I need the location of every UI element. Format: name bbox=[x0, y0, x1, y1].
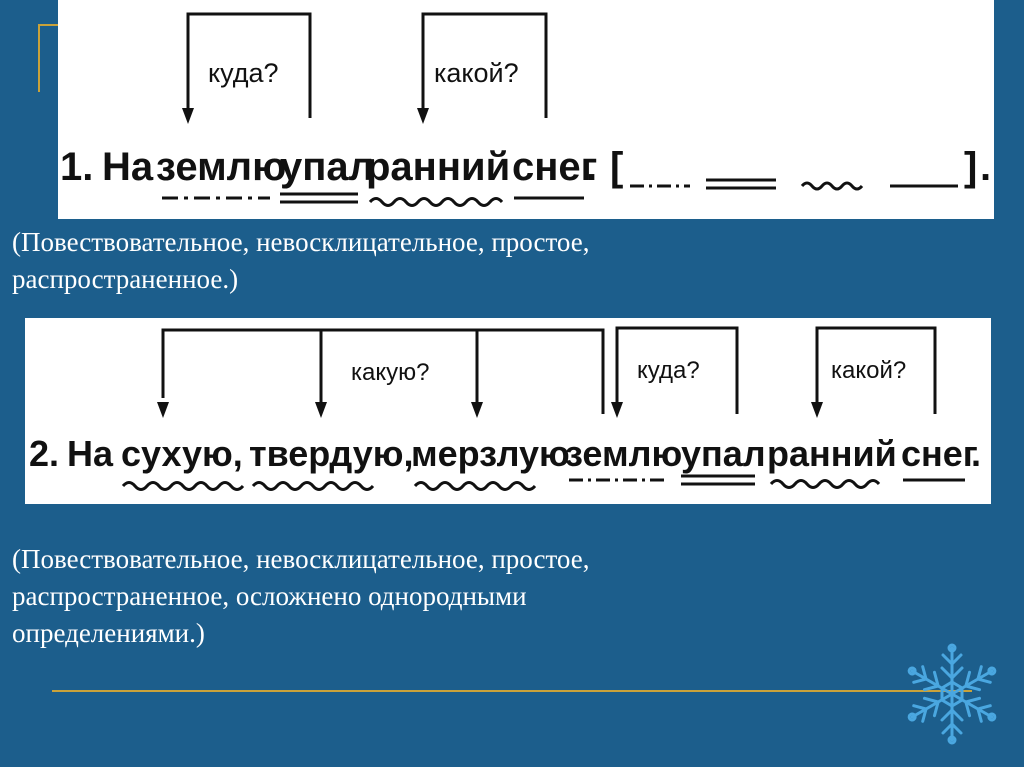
gold-corner-decoration bbox=[38, 24, 58, 92]
sentence1-panel: куда? какой? 1. На землю упал ранний сне… bbox=[58, 0, 994, 219]
svg-text:2. На сухую,: 2. На сухую, твердую, мерзлую землю упал… bbox=[29, 433, 988, 474]
word-sneg: снег bbox=[512, 145, 597, 189]
arrowhead-where bbox=[611, 402, 623, 418]
question-arrow-whatkind-frame bbox=[161, 328, 605, 414]
sentence1-description: (Повествовательное, невосклицательное, п… bbox=[12, 224, 1012, 298]
svg-text:1. На землю: 1. На землю упал ранний снег . [ ] . bbox=[60, 145, 991, 189]
word-na: На bbox=[67, 433, 114, 474]
word-merzluyu: мерзлую bbox=[411, 433, 570, 474]
word-ranniy: ранний bbox=[366, 145, 510, 189]
word-ranniy: ранний bbox=[767, 433, 897, 474]
question-arrow-which bbox=[815, 326, 937, 414]
word-sneg: снег bbox=[901, 433, 978, 474]
word-zemlyu: землю bbox=[565, 433, 682, 474]
word-sukhuyu: сухую, bbox=[121, 433, 243, 474]
description2-line-3: определениями.) bbox=[12, 618, 205, 648]
scheme-open-bracket: [ bbox=[610, 145, 623, 189]
snowflake-icon bbox=[903, 643, 1001, 745]
arrowhead-which bbox=[811, 402, 823, 418]
scheme-close-bracket: ] bbox=[964, 145, 977, 189]
word-zemlyu: землю bbox=[156, 145, 286, 189]
word-tverduyu: твердую, bbox=[249, 433, 413, 474]
underline-attribute-2 bbox=[251, 481, 375, 491]
scheme-attribute-wave bbox=[800, 181, 864, 191]
sentence-end-mark: . bbox=[586, 145, 597, 189]
question-arrow-where bbox=[186, 12, 312, 118]
scheme-end-mark: . bbox=[980, 145, 991, 189]
sentence2-diagram: какую? куда? какой? 2. На сухую, твердую… bbox=[29, 326, 988, 491]
description1-line-2: распространенное.) bbox=[12, 264, 239, 294]
sentence-number: 2. bbox=[29, 433, 59, 474]
word-upal: упал bbox=[681, 433, 766, 474]
arrowhead-whatkind-2 bbox=[315, 402, 327, 418]
arrowhead-where bbox=[182, 108, 194, 124]
question-label-where: куда? bbox=[637, 357, 700, 384]
underline-attribute bbox=[368, 197, 504, 207]
underline-attribute-1 bbox=[121, 481, 245, 491]
question-arrow-where bbox=[615, 326, 739, 414]
underline-attribute-4 bbox=[769, 479, 881, 489]
sentence-number: 1. bbox=[60, 145, 93, 189]
sentence2-description: (Повествовательное, невосклицательное, п… bbox=[12, 541, 1012, 652]
question-label-where: куда? bbox=[208, 58, 279, 88]
word-upal: упал bbox=[280, 145, 374, 189]
arrowhead-whatkind-3 bbox=[471, 402, 483, 418]
question-label-which: какой? bbox=[434, 58, 519, 88]
sentence1-diagram: куда? какой? 1. На землю упал ранний сне… bbox=[60, 12, 991, 207]
description1-line-1: (Повествовательное, невосклицательное, п… bbox=[12, 227, 590, 257]
arrowhead-which bbox=[417, 108, 429, 124]
question-label-which: какой? bbox=[831, 357, 906, 384]
gold-divider-line bbox=[52, 690, 972, 692]
question-label-whatkind: какую? bbox=[351, 359, 430, 386]
sentence-end-mark: . bbox=[971, 433, 981, 474]
underline-attribute-3 bbox=[413, 481, 537, 491]
description2-line-2: распространенное, осложнено однородными bbox=[12, 581, 527, 611]
description2-line-1: (Повествовательное, невосклицательное, п… bbox=[12, 544, 590, 574]
word-na: На bbox=[102, 145, 154, 189]
arrowhead-whatkind-1 bbox=[157, 402, 169, 418]
question-arrow-which bbox=[421, 12, 548, 118]
sentence2-panel: какую? куда? какой? 2. На сухую, твердую… bbox=[25, 318, 991, 504]
